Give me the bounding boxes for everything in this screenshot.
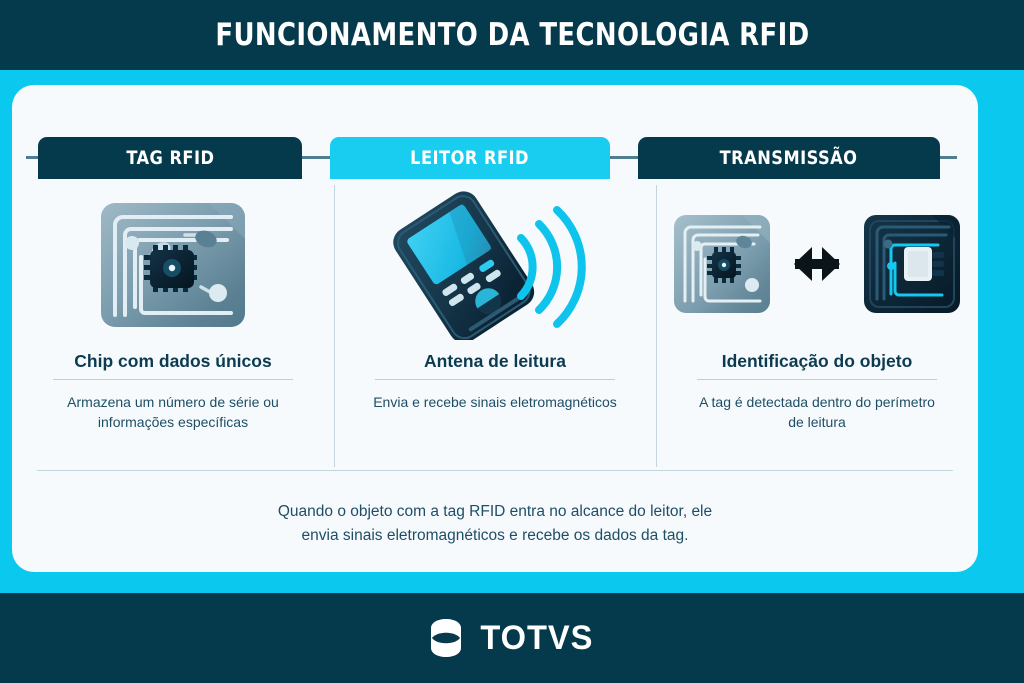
column-title: Antena de leitura xyxy=(424,351,566,371)
summary-text: Quando o objeto com a tag RFID entra no … xyxy=(12,500,978,548)
column-group: Chip com dados únicos Armazena um número… xyxy=(12,179,978,467)
tab-transmissao[interactable]: TRANSMISSÃO xyxy=(638,137,940,179)
tab-label: TAG RFID xyxy=(125,147,215,169)
column-title: Identificação do objeto xyxy=(721,351,913,371)
page-title: FUNCIONAMENTO DA TECNOLOGIA RFID xyxy=(214,17,810,53)
summary-line-1: Quando o objeto com a tag RFID entra no … xyxy=(277,503,713,520)
tag-to-tag-transmission-icon xyxy=(672,179,962,351)
rfid-tag-light-icon xyxy=(89,179,257,351)
column-tag-rfid: Chip com dados únicos Armazena um número… xyxy=(12,179,334,459)
page-footer: TOTVS xyxy=(0,593,1024,683)
totvs-logo-mark xyxy=(428,618,464,658)
content-card: TAG RFID LEITOR RFID TRANSMISSÃO xyxy=(12,85,978,572)
summary-line-2: envia sinais eletromagnéticos e recebe o… xyxy=(301,527,689,545)
title-divider xyxy=(375,379,615,380)
double-arrow-icon xyxy=(794,247,840,281)
title-divider xyxy=(697,379,937,380)
column-description: A tag é detectada dentro do perímetro de… xyxy=(699,394,935,430)
title-divider xyxy=(53,379,293,380)
column-title: Chip com dados únicos xyxy=(74,351,272,371)
tab-leitor-rfid[interactable]: LEITOR RFID xyxy=(330,137,610,179)
handheld-rfid-reader-icon xyxy=(379,179,611,351)
page-header: FUNCIONAMENTO DA TECNOLOGIA RFID xyxy=(0,0,1024,70)
tab-tag-rfid[interactable]: TAG RFID xyxy=(38,137,302,179)
tab-connector-mid-b xyxy=(609,156,639,159)
tab-label: LEITOR RFID xyxy=(410,147,530,169)
tab-label: TRANSMISSÃO xyxy=(720,147,858,169)
column-leitor-rfid: Antena de leitura Envia e recebe sinais … xyxy=(334,179,656,467)
tab-connector-left xyxy=(26,156,40,159)
tab-connector-mid-a xyxy=(301,156,331,159)
tab-bar: TAG RFID LEITOR RFID TRANSMISSÃO xyxy=(12,137,978,179)
column-transmissao: Identificação do objeto A tag é detectad… xyxy=(656,179,978,467)
summary-divider xyxy=(37,470,953,471)
tab-connector-right xyxy=(939,156,957,159)
column-description: Armazena um número de série ou informaçõ… xyxy=(67,394,279,430)
brand-name: TOTVS xyxy=(480,618,594,657)
column-description: Envia e recebe sinais eletromagnéticos xyxy=(373,394,617,410)
